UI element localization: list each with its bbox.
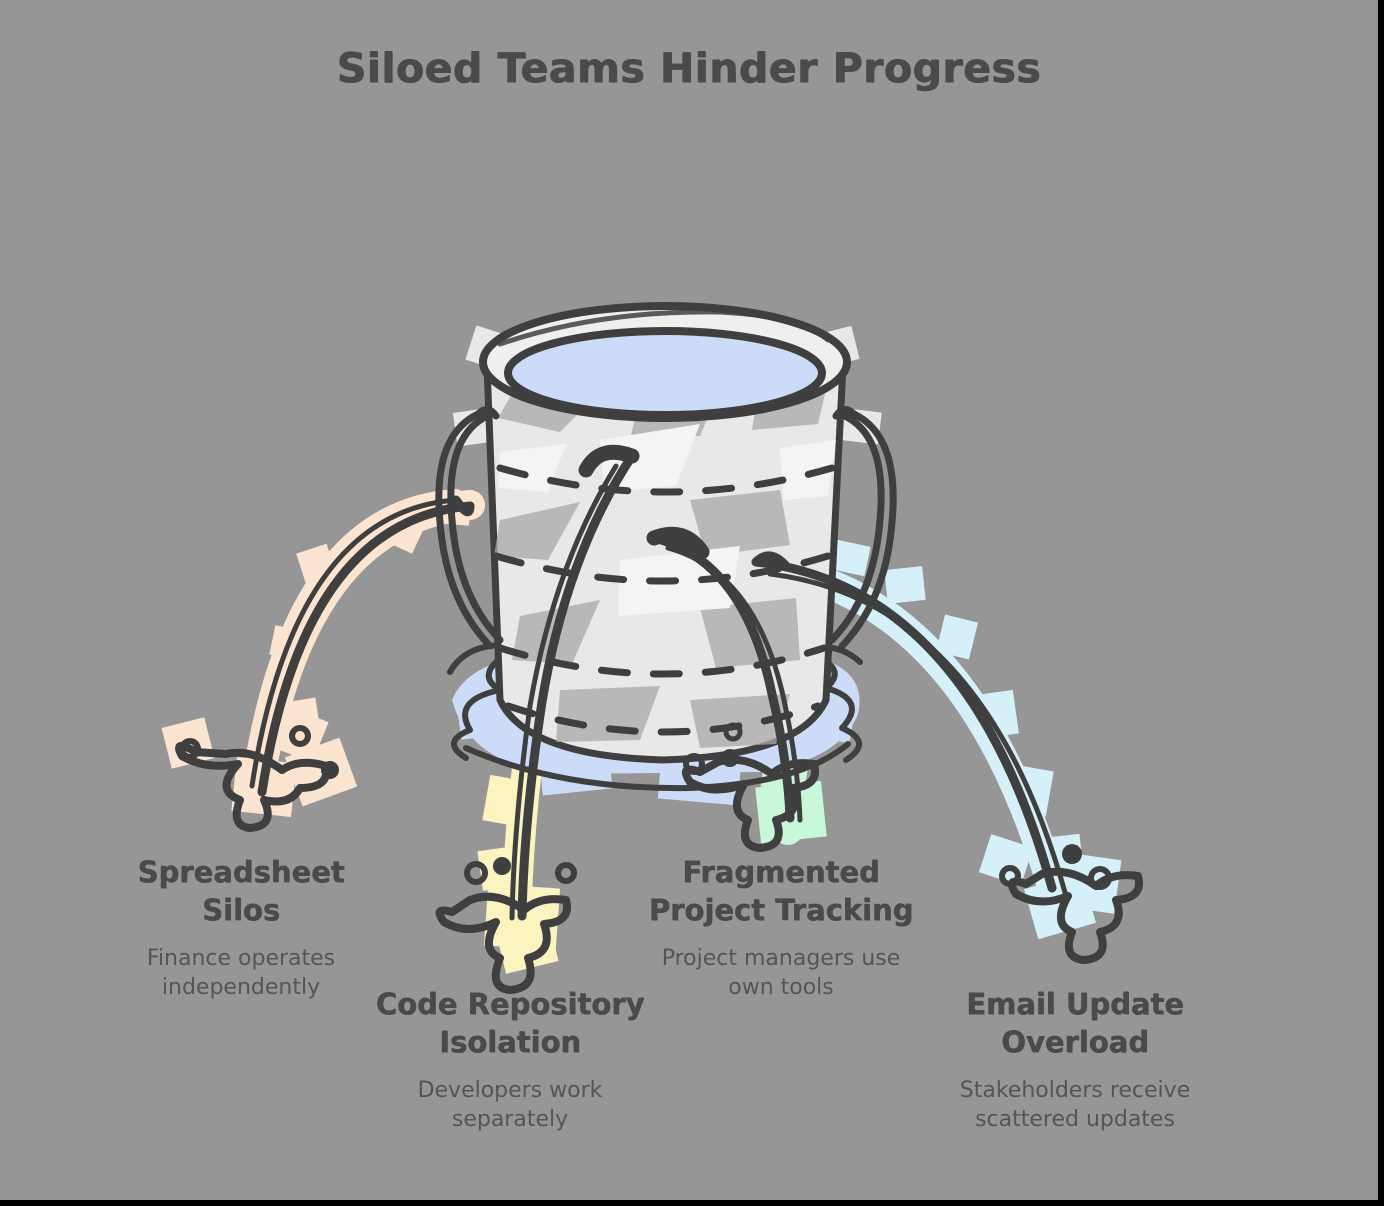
node-desc-fragmented-project-tracking: Project managers use own tools (661, 945, 901, 1001)
splash-fragmented (681, 749, 819, 852)
node-label-fragmented-project-tracking[interactable]: Fragmented Project Tracking Project mana… (645, 853, 917, 1003)
bucket-handle-right (828, 406, 897, 650)
splash-email (999, 844, 1143, 964)
node-title-fragmented-project-tracking: Fragmented Project Tracking (648, 855, 914, 928)
bucket-handle-left (435, 406, 504, 650)
bucket-water-surface (504, 327, 826, 419)
node-desc-code-repository-isolation: Developers work separately (417, 1077, 603, 1133)
leak-stream-spreadsheet (249, 495, 475, 797)
splash-spreadsheet (175, 725, 339, 832)
node-desc-spreadsheet-silos: Finance operates independently (146, 945, 336, 1001)
node-label-email-update-overload[interactable]: Email Update Overload Stakeholders recei… (920, 985, 1230, 1135)
node-title-email-update-overload: Email Update Overload (966, 987, 1184, 1060)
leak-stream-code (509, 444, 640, 921)
node-title-spreadsheet-silos: Spreadsheet Silos (137, 855, 345, 928)
bucket-body (435, 302, 897, 764)
leak-stream-fragmented (646, 526, 803, 823)
page-title: Siloed Teams Hinder Progress (336, 44, 1042, 92)
splash-code (435, 857, 577, 994)
leak-stream-email (751, 551, 1069, 899)
node-desc-email-update-overload: Stakeholders receive scattered updates (959, 1077, 1191, 1133)
node-label-code-repository-isolation[interactable]: Code Repository Isolation Developers wor… (370, 985, 650, 1135)
node-label-spreadsheet-silos[interactable]: Spreadsheet Silos Finance operates indep… (96, 853, 386, 1003)
node-title-code-repository-isolation: Code Repository Isolation (375, 987, 645, 1060)
